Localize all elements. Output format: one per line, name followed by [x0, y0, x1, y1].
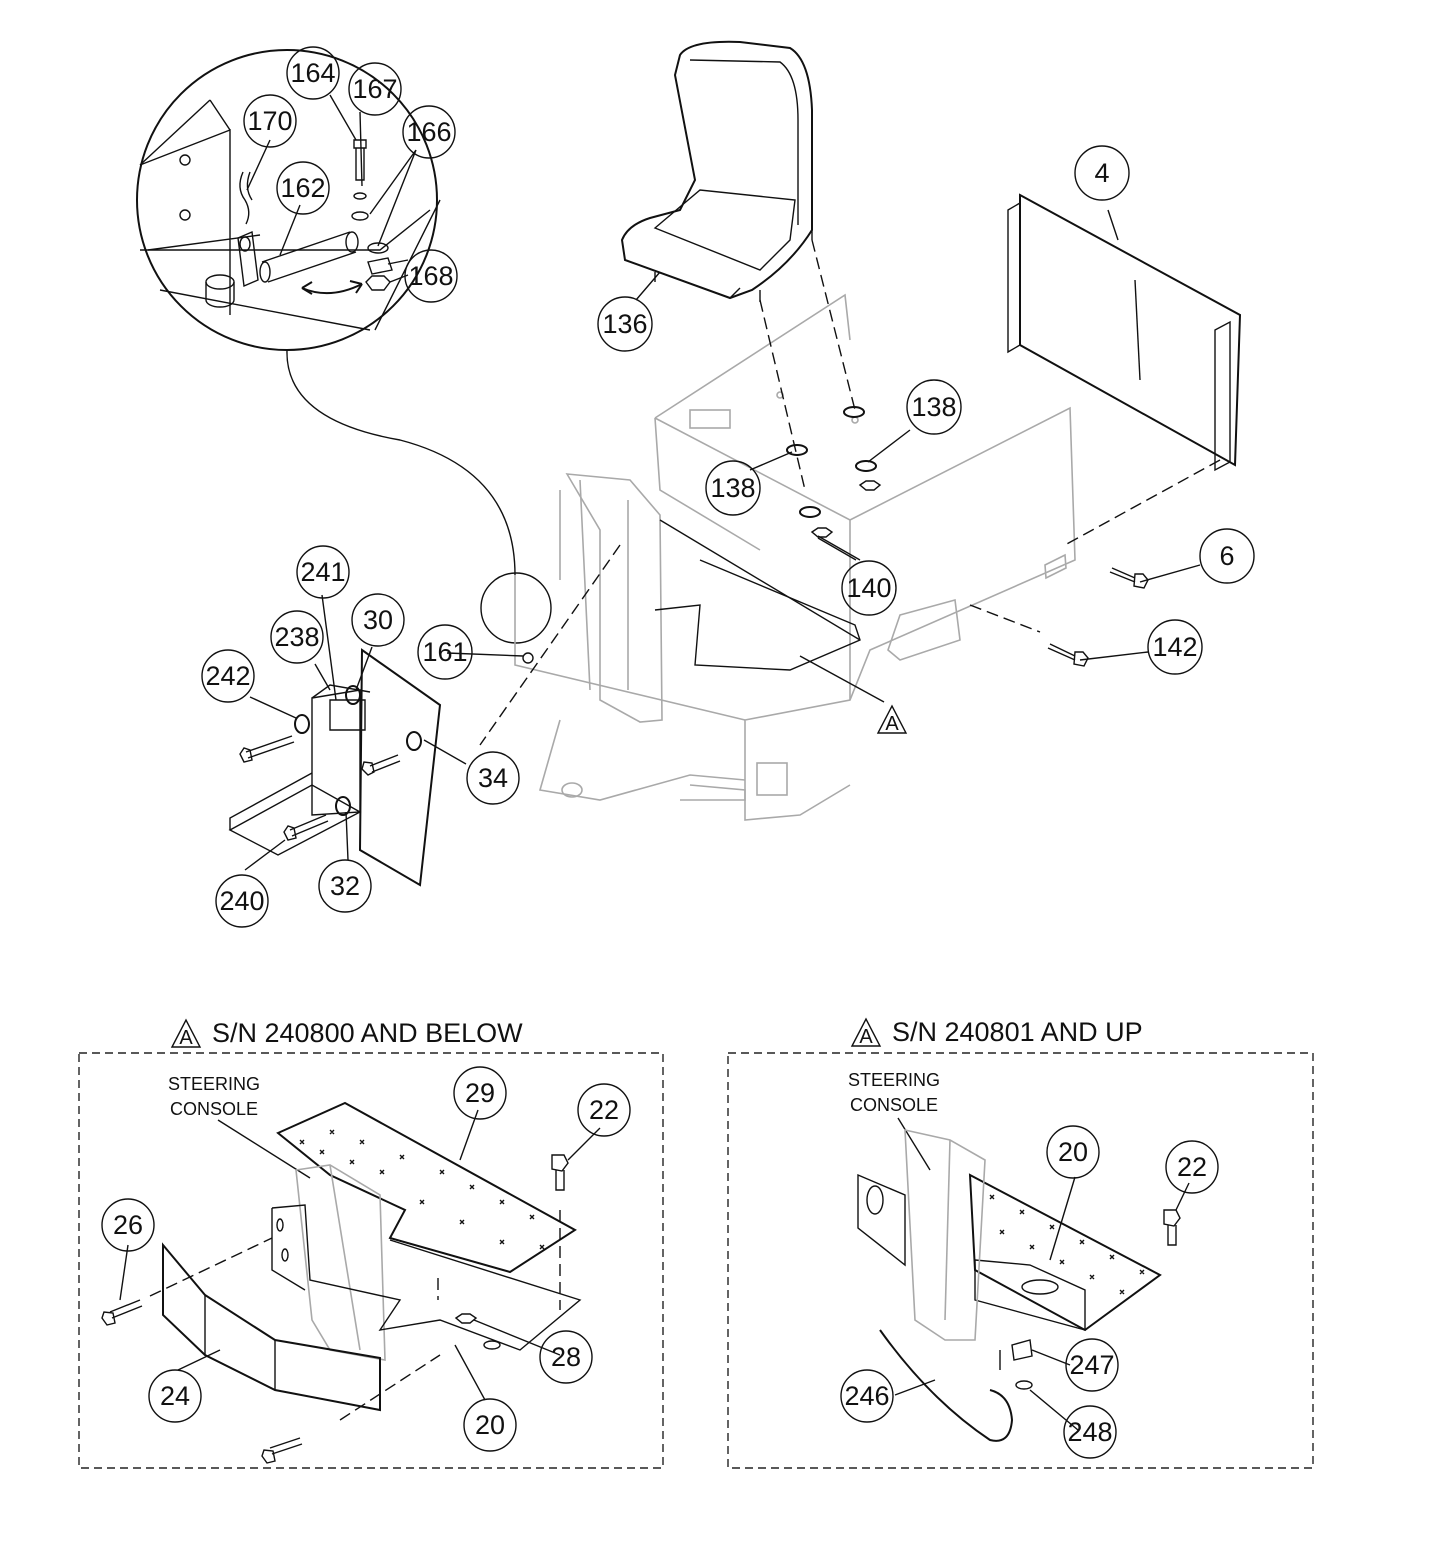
callout-leaders-top: [244, 94, 1201, 871]
svg-text:22: 22: [1177, 1152, 1207, 1182]
svg-text:170: 170: [247, 106, 292, 136]
svg-text:32: 32: [330, 871, 360, 901]
svg-text:20: 20: [475, 1410, 505, 1440]
callout-241: 241: [296, 545, 350, 599]
callout-164: 164: [286, 46, 340, 100]
callout-26: 26: [101, 1198, 155, 1252]
svg-text:A: A: [179, 1027, 193, 1049]
svg-text:29: 29: [465, 1078, 495, 1108]
callout-138-upper: 138: [906, 379, 962, 435]
svg-text:242: 242: [205, 661, 250, 691]
svg-text:142: 142: [1152, 632, 1197, 662]
callout-136: 136: [597, 296, 653, 352]
svg-text:166: 166: [406, 117, 451, 147]
svg-text:24: 24: [160, 1381, 190, 1411]
steering-console-note-left-2: CONSOLE: [170, 1099, 258, 1119]
callout-170: 170: [243, 94, 297, 148]
callout-242: 242: [201, 649, 255, 703]
svg-text:247: 247: [1069, 1350, 1114, 1380]
svg-text:162: 162: [280, 173, 325, 203]
seat-hardware: [786, 406, 882, 538]
svg-text:140: 140: [846, 573, 891, 603]
callout-30: 30: [351, 593, 405, 647]
svg-text:167: 167: [352, 74, 397, 104]
callout-240: 240: [215, 874, 269, 928]
callout-162: 162: [276, 161, 330, 215]
callout-22-right: 22: [1165, 1140, 1219, 1194]
inset-serial-up: A S/N 240801 AND UP STEERING CONSOLE: [727, 1017, 1314, 1469]
callout-20-right: 20: [1046, 1125, 1100, 1179]
svg-text:26: 26: [113, 1210, 143, 1240]
svg-text:138: 138: [710, 473, 755, 503]
svg-text:A: A: [859, 1026, 873, 1048]
callout-238: 238: [270, 610, 324, 664]
callout-247: 247: [1065, 1338, 1119, 1392]
svg-text:30: 30: [363, 605, 393, 635]
svg-text:20: 20: [1058, 1137, 1088, 1167]
detail-magnifier: [136, 49, 552, 644]
svg-text:238: 238: [274, 622, 319, 652]
svg-text:241: 241: [300, 557, 345, 587]
floor-plate: [654, 559, 861, 671]
svg-text:168: 168: [408, 261, 453, 291]
svg-text:138: 138: [911, 392, 956, 422]
svg-text:161: 161: [422, 637, 467, 667]
callout-167: 167: [348, 62, 402, 116]
svg-text:240: 240: [219, 886, 264, 916]
callout-140: 140: [841, 560, 897, 616]
view-marker-a: A: [876, 704, 908, 735]
callout-28: 28: [539, 1330, 593, 1384]
callout-6: 6: [1199, 528, 1255, 584]
frame-bolts: [479, 544, 1149, 746]
side-panel: [1007, 193, 1242, 546]
svg-text:164: 164: [290, 58, 335, 88]
callout-161: 161: [417, 624, 473, 680]
steering-console-note-right-2: CONSOLE: [850, 1095, 938, 1115]
callout-24: 24: [148, 1369, 202, 1423]
inset-heading-up: S/N 240801 AND UP: [892, 1017, 1143, 1047]
callout-138-lower: 138: [705, 460, 761, 516]
callout-142: 142: [1147, 619, 1203, 675]
svg-text:246: 246: [844, 1381, 889, 1411]
svg-text:248: 248: [1067, 1417, 1112, 1447]
frame-assembly: [514, 293, 1076, 821]
floor-plate-edge: [659, 519, 861, 641]
svg-text:22: 22: [589, 1095, 619, 1125]
callout-248: 248: [1063, 1405, 1117, 1459]
svg-text:136: 136: [602, 309, 647, 339]
callout-168: 168: [404, 249, 458, 303]
inset-heading-below: S/N 240800 AND BELOW: [212, 1018, 523, 1048]
callout-29: 29: [453, 1066, 507, 1120]
callout-4: 4: [1074, 145, 1130, 201]
steering-console-note-left-1: STEERING: [168, 1074, 260, 1094]
svg-text:28: 28: [551, 1342, 581, 1372]
seat: [620, 40, 856, 491]
callout-20-left: 20: [463, 1398, 517, 1452]
svg-text:6: 6: [1219, 541, 1234, 571]
svg-text:34: 34: [478, 763, 508, 793]
callout-34: 34: [466, 751, 520, 805]
svg-text:4: 4: [1094, 158, 1109, 188]
callout-32: 32: [318, 859, 372, 913]
steering-console-note-right-1: STEERING: [848, 1070, 940, 1090]
inset-serial-below: A S/N 240800 AND BELOW STEERING CONSOLE: [78, 1018, 664, 1469]
svg-text:A: A: [885, 713, 899, 735]
callout-246: 246: [840, 1369, 894, 1423]
callout-22-left: 22: [577, 1083, 631, 1137]
callout-166: 166: [402, 105, 456, 159]
